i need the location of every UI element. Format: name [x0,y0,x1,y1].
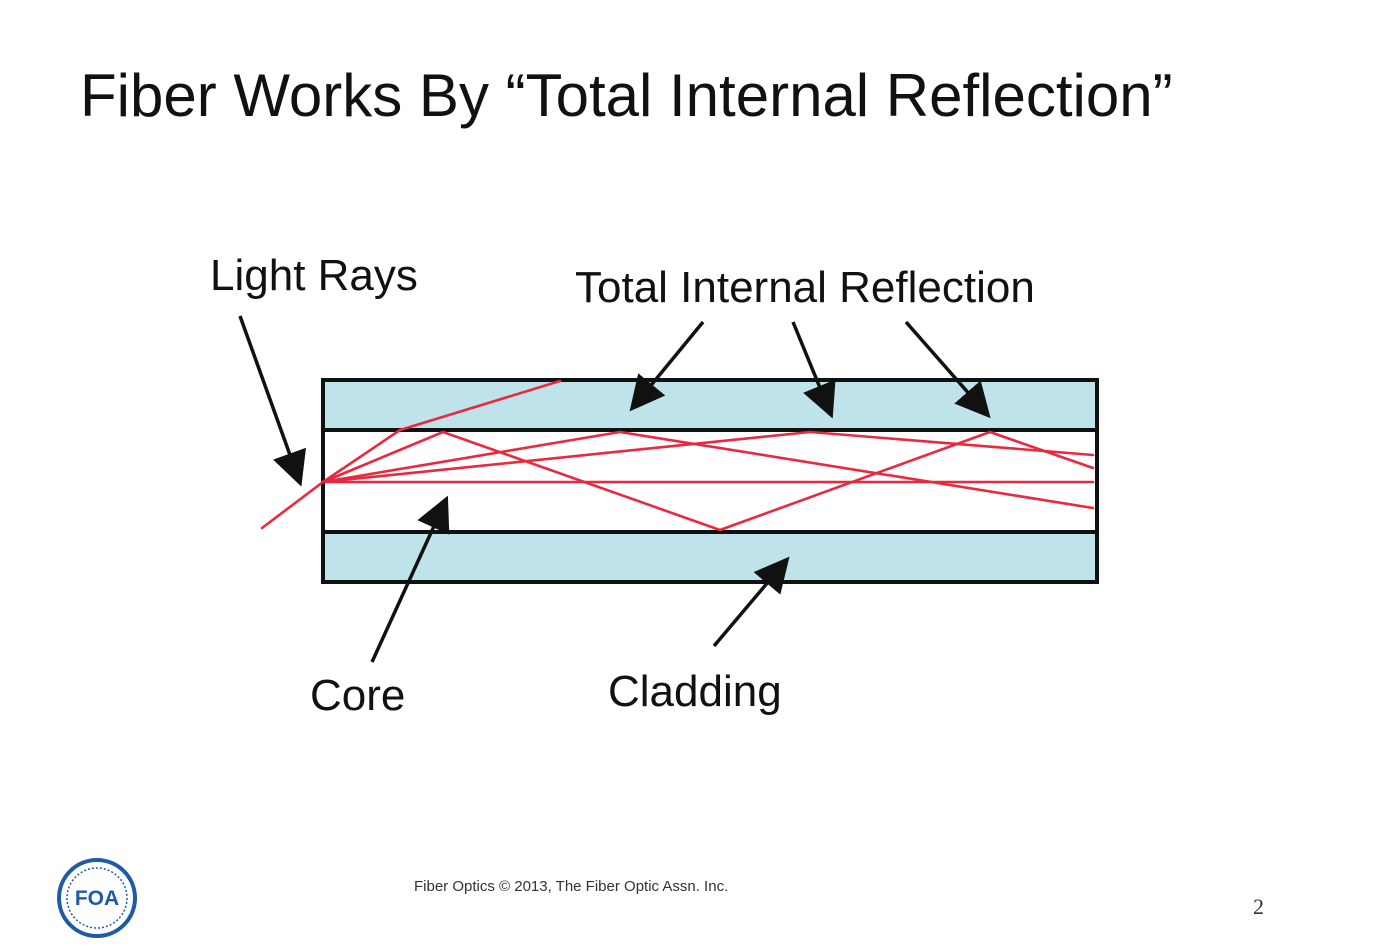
cladding-arrow [712,556,790,648]
pointer-arrows [238,315,991,663]
tir-label: Total Internal Reflection [575,263,1035,312]
escaping-ray [321,379,562,484]
bottom-cladding [321,530,1099,584]
light-rays [260,379,1095,532]
light-rays-label: Light Rays [210,251,418,300]
core-label: Core [310,671,405,720]
light-rays-arrow [238,315,306,487]
foa-logo-text: FOA [75,887,119,910]
incoming-ray [260,480,325,530]
ray-steep [321,430,1095,532]
footer-copyright: Fiber Optics © 2013, The Fiber Optic Ass… [414,878,729,895]
tir-arrow-middle [791,321,836,419]
core-arrow [370,495,450,663]
tir-arrow-right [904,320,991,419]
tir-arrow-left [629,320,705,412]
cladding-label: Cladding [608,667,782,716]
page-number: 2 [1253,894,1264,919]
slide-title: Fiber Works By “Total Internal Reflectio… [80,62,1173,129]
foa-logo: FOA [57,858,137,938]
ray-low-angle [321,430,1095,484]
ray-shallow [321,430,1095,510]
